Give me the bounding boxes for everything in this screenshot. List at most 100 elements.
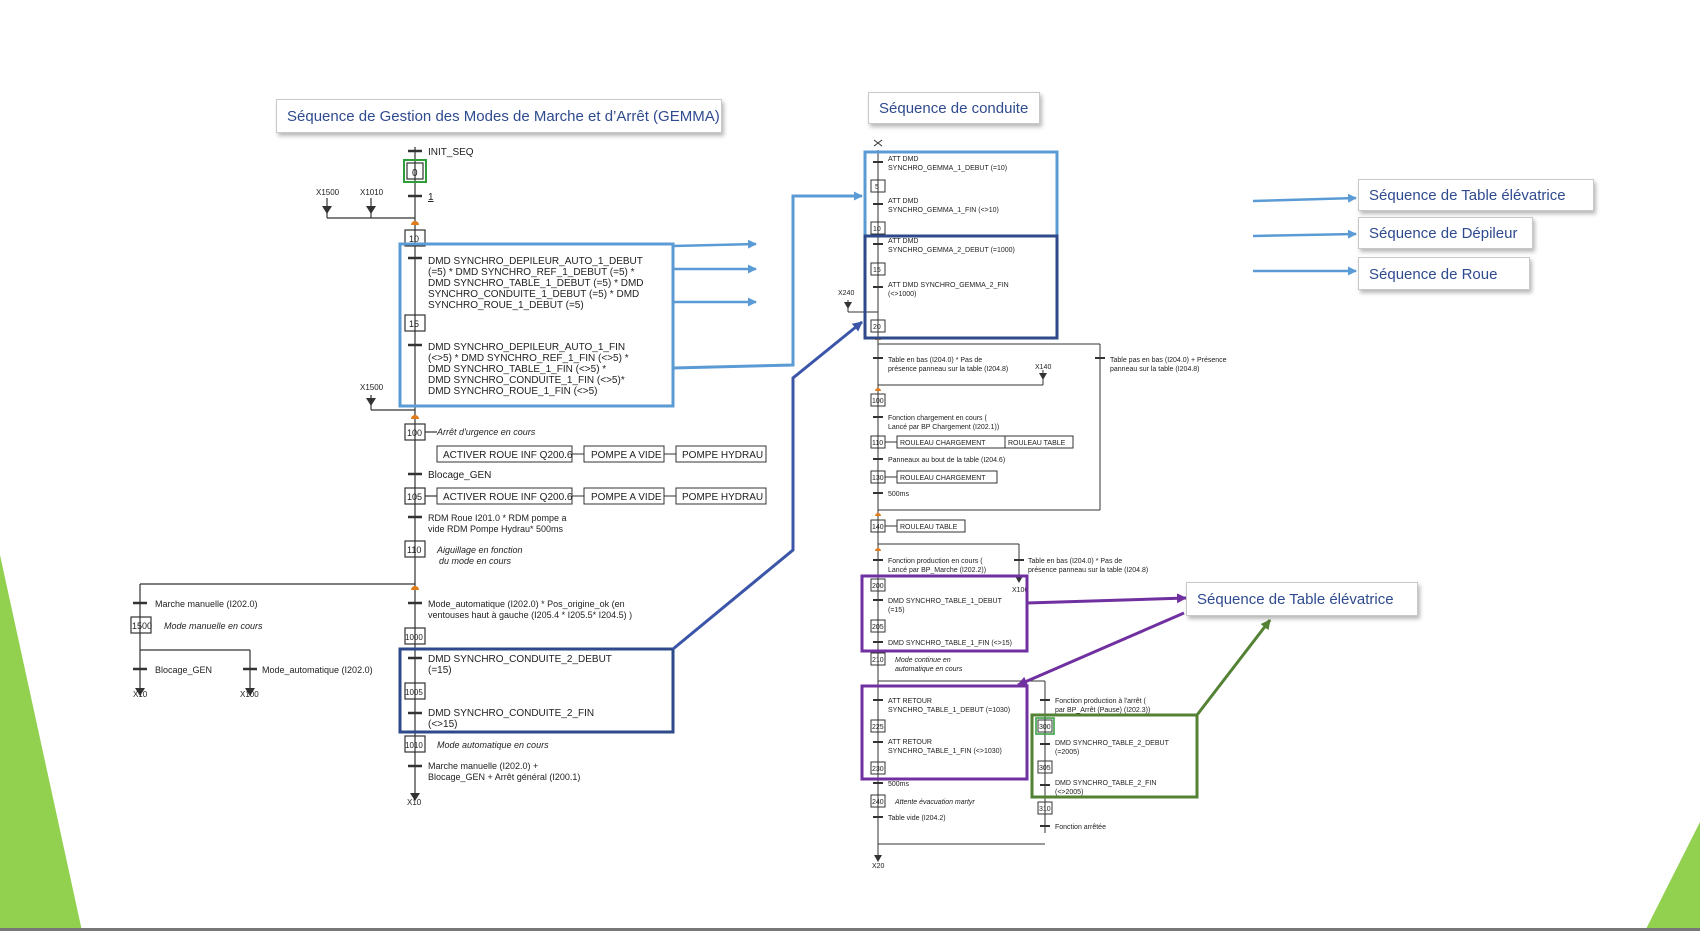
c-step-205: 205 — [872, 624, 884, 631]
c-x20-ref: X20 — [872, 863, 885, 870]
arrow-gemma-to-conduite-2 — [672, 320, 863, 651]
t1005-line: (<>15) — [428, 719, 457, 730]
frame-conduite-table-1 — [860, 574, 1029, 653]
step-1500-comment: Mode manuelle en cours — [164, 621, 263, 631]
c-t-fonction-prod-arret: par BP_Arrêt (Pause) (I202.3)) — [1055, 707, 1150, 714]
t15-line: DMD SYNCHRO_DEPILEUR_AUTO_1_FIN — [428, 342, 625, 353]
c-t-fonction-prod: Lancé par BP_Marche (I202.2)) — [888, 567, 986, 574]
c-t-sync-table1-fin: DMD SYNCHRO_TABLE_1_FIN (<>15) — [888, 640, 1012, 647]
x100-ref: X100 — [240, 690, 259, 699]
step-1010-comment: Mode automatique en cours — [437, 740, 549, 750]
c-t-sync-table2-fin: (<>2005) — [1055, 789, 1083, 796]
c-step-240: 240 — [872, 799, 884, 806]
step-0-num: 0 — [412, 168, 418, 179]
c-step-210-comment: Mode continue en — [895, 657, 951, 664]
t-blocage-gen: Blocage_GEN — [428, 470, 491, 481]
step-105-num: 105 — [407, 492, 422, 502]
c-t-att-retour2: ATT RETOUR — [888, 739, 932, 746]
c-t-att1: SYNCHRO_GEMMA_1_DEBUT (=10) — [888, 165, 1007, 172]
c-t-att4: ATT DMD SYNCHRO_GEMMA_2_FIN — [888, 282, 1009, 289]
c-step-305: 305 — [1039, 765, 1051, 772]
step-110-comment: du mode en cours — [439, 556, 512, 566]
c-t-panneaux: Panneaux au bout de la table (I204.6) — [888, 457, 1005, 464]
c-t-sync-table2: (=2005) — [1055, 749, 1079, 756]
t10-line: DMD SYNCHRO_TABLE_1_DEBUT (=5) * DMD — [428, 278, 644, 289]
t10-line: (=5) * DMD SYNCHRO_REF_1_DEBUT (=5) * — [428, 267, 635, 278]
c-t-att4: (<>1000) — [888, 291, 916, 298]
c-step-20: 20 — [873, 324, 881, 331]
title-gemma: Séquence de Gestion des Modes de Marche … — [276, 99, 722, 133]
frame-conduite-gemma-2 — [863, 234, 1059, 340]
c-t-table-bas: Table en bas (I204.0) * Pas de — [888, 357, 982, 364]
frame-conduite-table-2 — [1030, 713, 1199, 799]
t1010-line: Marche manuelle (I202.0) + — [428, 761, 538, 771]
title-depileur: Séquence de Dépileur — [1358, 217, 1533, 249]
c-t-att3: SYNCHRO_GEMMA_2_DEBUT (=1000) — [888, 247, 1015, 254]
title-conduite: Séquence de conduite — [868, 92, 1040, 124]
slide-bottom-border — [0, 928, 1700, 931]
step-1005-num: 1005 — [405, 688, 423, 697]
c-t-att2: ATT DMD — [888, 198, 918, 205]
c-step-100: 100 — [872, 398, 884, 405]
c-t-table-bas-2: Table en bas (I204.0) * Pas de — [1028, 558, 1122, 565]
c-step-200: 200 — [872, 583, 884, 590]
c-step-130: 130 — [872, 475, 884, 482]
t15-line: DMD SYNCHRO_TABLE_1_FIN (<>5) * — [428, 364, 606, 375]
c-t-fonction-arretee: Fonction arrêtée — [1055, 824, 1106, 831]
frame-gemma-sync-1 — [398, 242, 675, 408]
c-t-fonction-charg: Lancé par BP Chargement (I202.1)) — [888, 424, 999, 431]
t-mode-auto-line: ventouses haut à gauche (I205.4 * I205.5… — [428, 610, 632, 620]
t-marche-manuelle: Marche manuelle (I202.0) — [155, 599, 258, 609]
c-action-rouleau-table-2: ROULEAU TABLE — [900, 524, 958, 531]
step-15-num: 15 — [409, 319, 419, 329]
c-step-225: 225 — [872, 724, 884, 731]
step-10-num: 10 — [409, 234, 419, 244]
c-step-5: 5 — [875, 184, 879, 191]
frame-gemma-sync-2 — [398, 647, 675, 734]
c-t-att1: ATT DMD — [888, 156, 918, 163]
highlight-frames — [398, 150, 1199, 799]
step-1500-num: 1500 — [132, 621, 152, 631]
step-100-num: 100 — [407, 428, 422, 438]
c-step-240-comment: Attente évacuation martyr — [894, 799, 975, 806]
c-t-sync-table1: (=15) — [888, 607, 905, 614]
step-110-comment: Aiguillage en fonction — [436, 545, 523, 555]
action-pompe-vide-text-2: POMPE A VIDE — [591, 492, 662, 503]
c-step-15: 15 — [873, 267, 881, 274]
c-step-140: 140 — [872, 524, 884, 531]
t-mode-auto-line: Mode_automatique (I202.0) * Pos_origine_… — [428, 599, 625, 609]
t1000-line: DMD SYNCHRO_CONDUITE_2_DEBUT — [428, 654, 612, 665]
c-t-sync-table1: DMD SYNCHRO_TABLE_1_DEBUT — [888, 598, 1003, 605]
t10-line: DMD SYNCHRO_DEPILEUR_AUTO_1_DEBUT — [428, 256, 643, 267]
t-blocage-gen-2: Blocage_GEN — [155, 665, 212, 675]
conduite-grafcet — [847, 139, 1105, 858]
action-pompe-hydrau-text: POMPE HYDRAU — [682, 450, 763, 461]
t15-line: DMD SYNCHRO_CONDUITE_1_FIN (<>5)* — [428, 375, 625, 386]
c-step-10: 10 — [873, 226, 881, 233]
c-t-att-retour1: SYNCHRO_TABLE_1_DEBUT (=1030) — [888, 707, 1010, 714]
c-step-230: 230 — [872, 766, 884, 773]
x1500-ref-2: X1500 — [360, 383, 384, 392]
c-t-att-retour1: ATT RETOUR — [888, 698, 932, 705]
step-300-initial-highlight — [1035, 717, 1055, 735]
c-step-310: 310 — [1039, 806, 1051, 813]
c-t-table-pas-bas: Table pas en bas (I204.0) + Présence — [1110, 357, 1227, 364]
t1010-line: Blocage_GEN + Arrêt général (I200.1) — [428, 772, 580, 782]
gemma-grafcet — [130, 147, 437, 800]
c-t-table-bas-2: présence panneau sur la table (I204.8) — [1028, 567, 1148, 574]
t105-line: vide RDM Pompe Hydrau* 500ms — [428, 524, 564, 534]
c-step-210-comment: automatique en cours — [895, 666, 963, 673]
c-t-table-bas: présence panneau sur la table (I204.8) — [888, 366, 1008, 373]
action-pompe-vide-text: POMPE A VIDE — [591, 450, 662, 461]
x1010-ref: X1010 — [360, 188, 384, 197]
action-pompe-hydrau-text-2: POMPE HYDRAU — [682, 492, 763, 503]
t15-line: DMD SYNCHRO_ROUE_1_FIN (<>5) — [428, 386, 597, 397]
c-t-table-vide: Table vide (I204.2) — [888, 815, 946, 822]
t10-line: SYNCHRO_ROUE_1_DEBUT (=5) — [428, 300, 584, 311]
trans-1-label: 1 — [428, 192, 434, 203]
slide-green-triangle-right — [1645, 822, 1700, 931]
arrow-table2-to-elevatrice — [1195, 619, 1272, 716]
c-t-fonction-prod: Fonction production en cours ( — [888, 558, 983, 565]
c-t-sync-table2: DMD SYNCHRO_TABLE_2_DEBUT — [1055, 740, 1170, 747]
t10-line: SYNCHRO_CONDUITE_1_DEBUT (=5) * DMD — [428, 289, 639, 300]
